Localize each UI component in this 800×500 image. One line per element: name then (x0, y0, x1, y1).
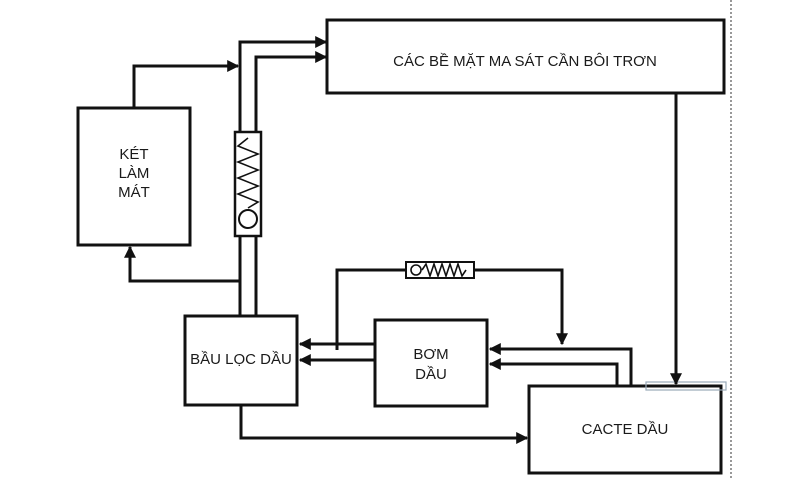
arrow-line-to-cooler (124, 245, 240, 283)
oil-cooler-label-line-2: LÀM (119, 165, 150, 182)
bypass-valve-icon (233, 130, 263, 238)
relief-loop-left (335, 268, 406, 350)
oil-pump-label-line-1: BƠM (413, 346, 448, 363)
oil-pump-node: BƠM DẦU (373, 318, 489, 408)
main-gallery-pipe-inner (254, 51, 328, 316)
arrow-cooler-to-line (132, 60, 240, 108)
oil-pump-label-line-2: DẦU (415, 366, 447, 383)
oil-cooler-label-line-3: MÁT (118, 184, 150, 201)
lubricated-surfaces-node: CÁC BỀ MẶT MA SÁT CẦN BÔI TRƠN (325, 18, 726, 95)
oil-sump-label: CACTE DẦU (582, 421, 669, 438)
oil-cooler-node: KÉT LÀM MÁT (76, 106, 192, 247)
lubricated-surfaces-label: CÁC BỀ MẶT MA SÁT CẦN BÔI TRƠN (393, 53, 657, 70)
oil-filter-node: BẦU LỌC DẦU (183, 314, 299, 407)
arrow-sump-to-pump-top (488, 343, 633, 386)
oil-filter-label: BẦU LỌC DẦU (190, 351, 292, 368)
sump-top-edge-mark (645, 381, 727, 391)
oil-sump-node: CACTE DẦU (527, 381, 727, 475)
arrow-filter-to-sump (239, 405, 529, 444)
oil-cooler-label-line-1: KÉT (119, 146, 148, 163)
arrow-relief-to-pump-inlet (474, 268, 568, 346)
pressure-relief-valve-icon (405, 261, 475, 279)
arrow-sump-to-pump-bottom (488, 358, 619, 386)
